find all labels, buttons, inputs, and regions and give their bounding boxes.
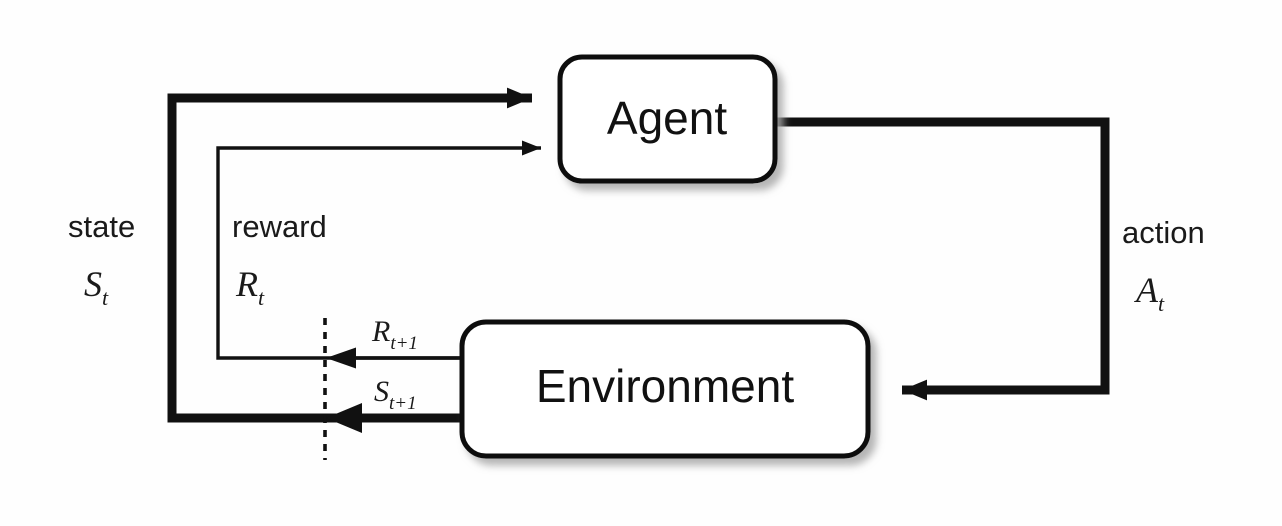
state-next-subscript: t+1: [389, 393, 417, 414]
state-symbol-subscript: t: [102, 285, 109, 310]
action-symbol-base: A: [1134, 270, 1159, 310]
reward-symbol-subscript: t: [258, 285, 265, 310]
reward-return-arrowhead: [326, 347, 356, 369]
edge-action: [775, 117, 1110, 401]
environment-label: Environment: [536, 360, 794, 412]
action-label-symbol: At: [1134, 270, 1165, 316]
state-label-word: state: [68, 209, 135, 244]
environment-box[interactable]: [459, 319, 871, 459]
node-environment[interactable]: Environment: [459, 319, 871, 459]
state-return-arrowhead: [326, 403, 362, 433]
edge-state-feedback: [167, 87, 532, 423]
reward-next-label: Rt+1: [371, 315, 418, 354]
reward-label-symbol: Rt: [235, 264, 265, 310]
action-symbol-subscript: t: [1158, 291, 1165, 316]
agent-box[interactable]: [557, 54, 778, 184]
agent-label: Agent: [607, 92, 727, 144]
reward-next-symbol-base: R: [371, 315, 390, 348]
state-label-symbol: St: [84, 264, 109, 310]
node-agent[interactable]: Agent: [557, 54, 778, 184]
state-feedback-line: [167, 87, 532, 423]
reward-label-word: reward: [232, 209, 327, 244]
reward-return-arrowhead-group: [326, 347, 462, 369]
state-next-label: St+1: [374, 375, 417, 414]
action-line: [775, 117, 1110, 401]
reward-next-subscript: t+1: [390, 333, 418, 354]
reward-symbol-base: R: [235, 264, 258, 304]
state-return-arrowhead-group: [326, 403, 462, 433]
state-symbol-base: S: [84, 264, 102, 304]
action-label-word: action: [1122, 215, 1205, 250]
state-next-symbol-base: S: [374, 375, 389, 408]
